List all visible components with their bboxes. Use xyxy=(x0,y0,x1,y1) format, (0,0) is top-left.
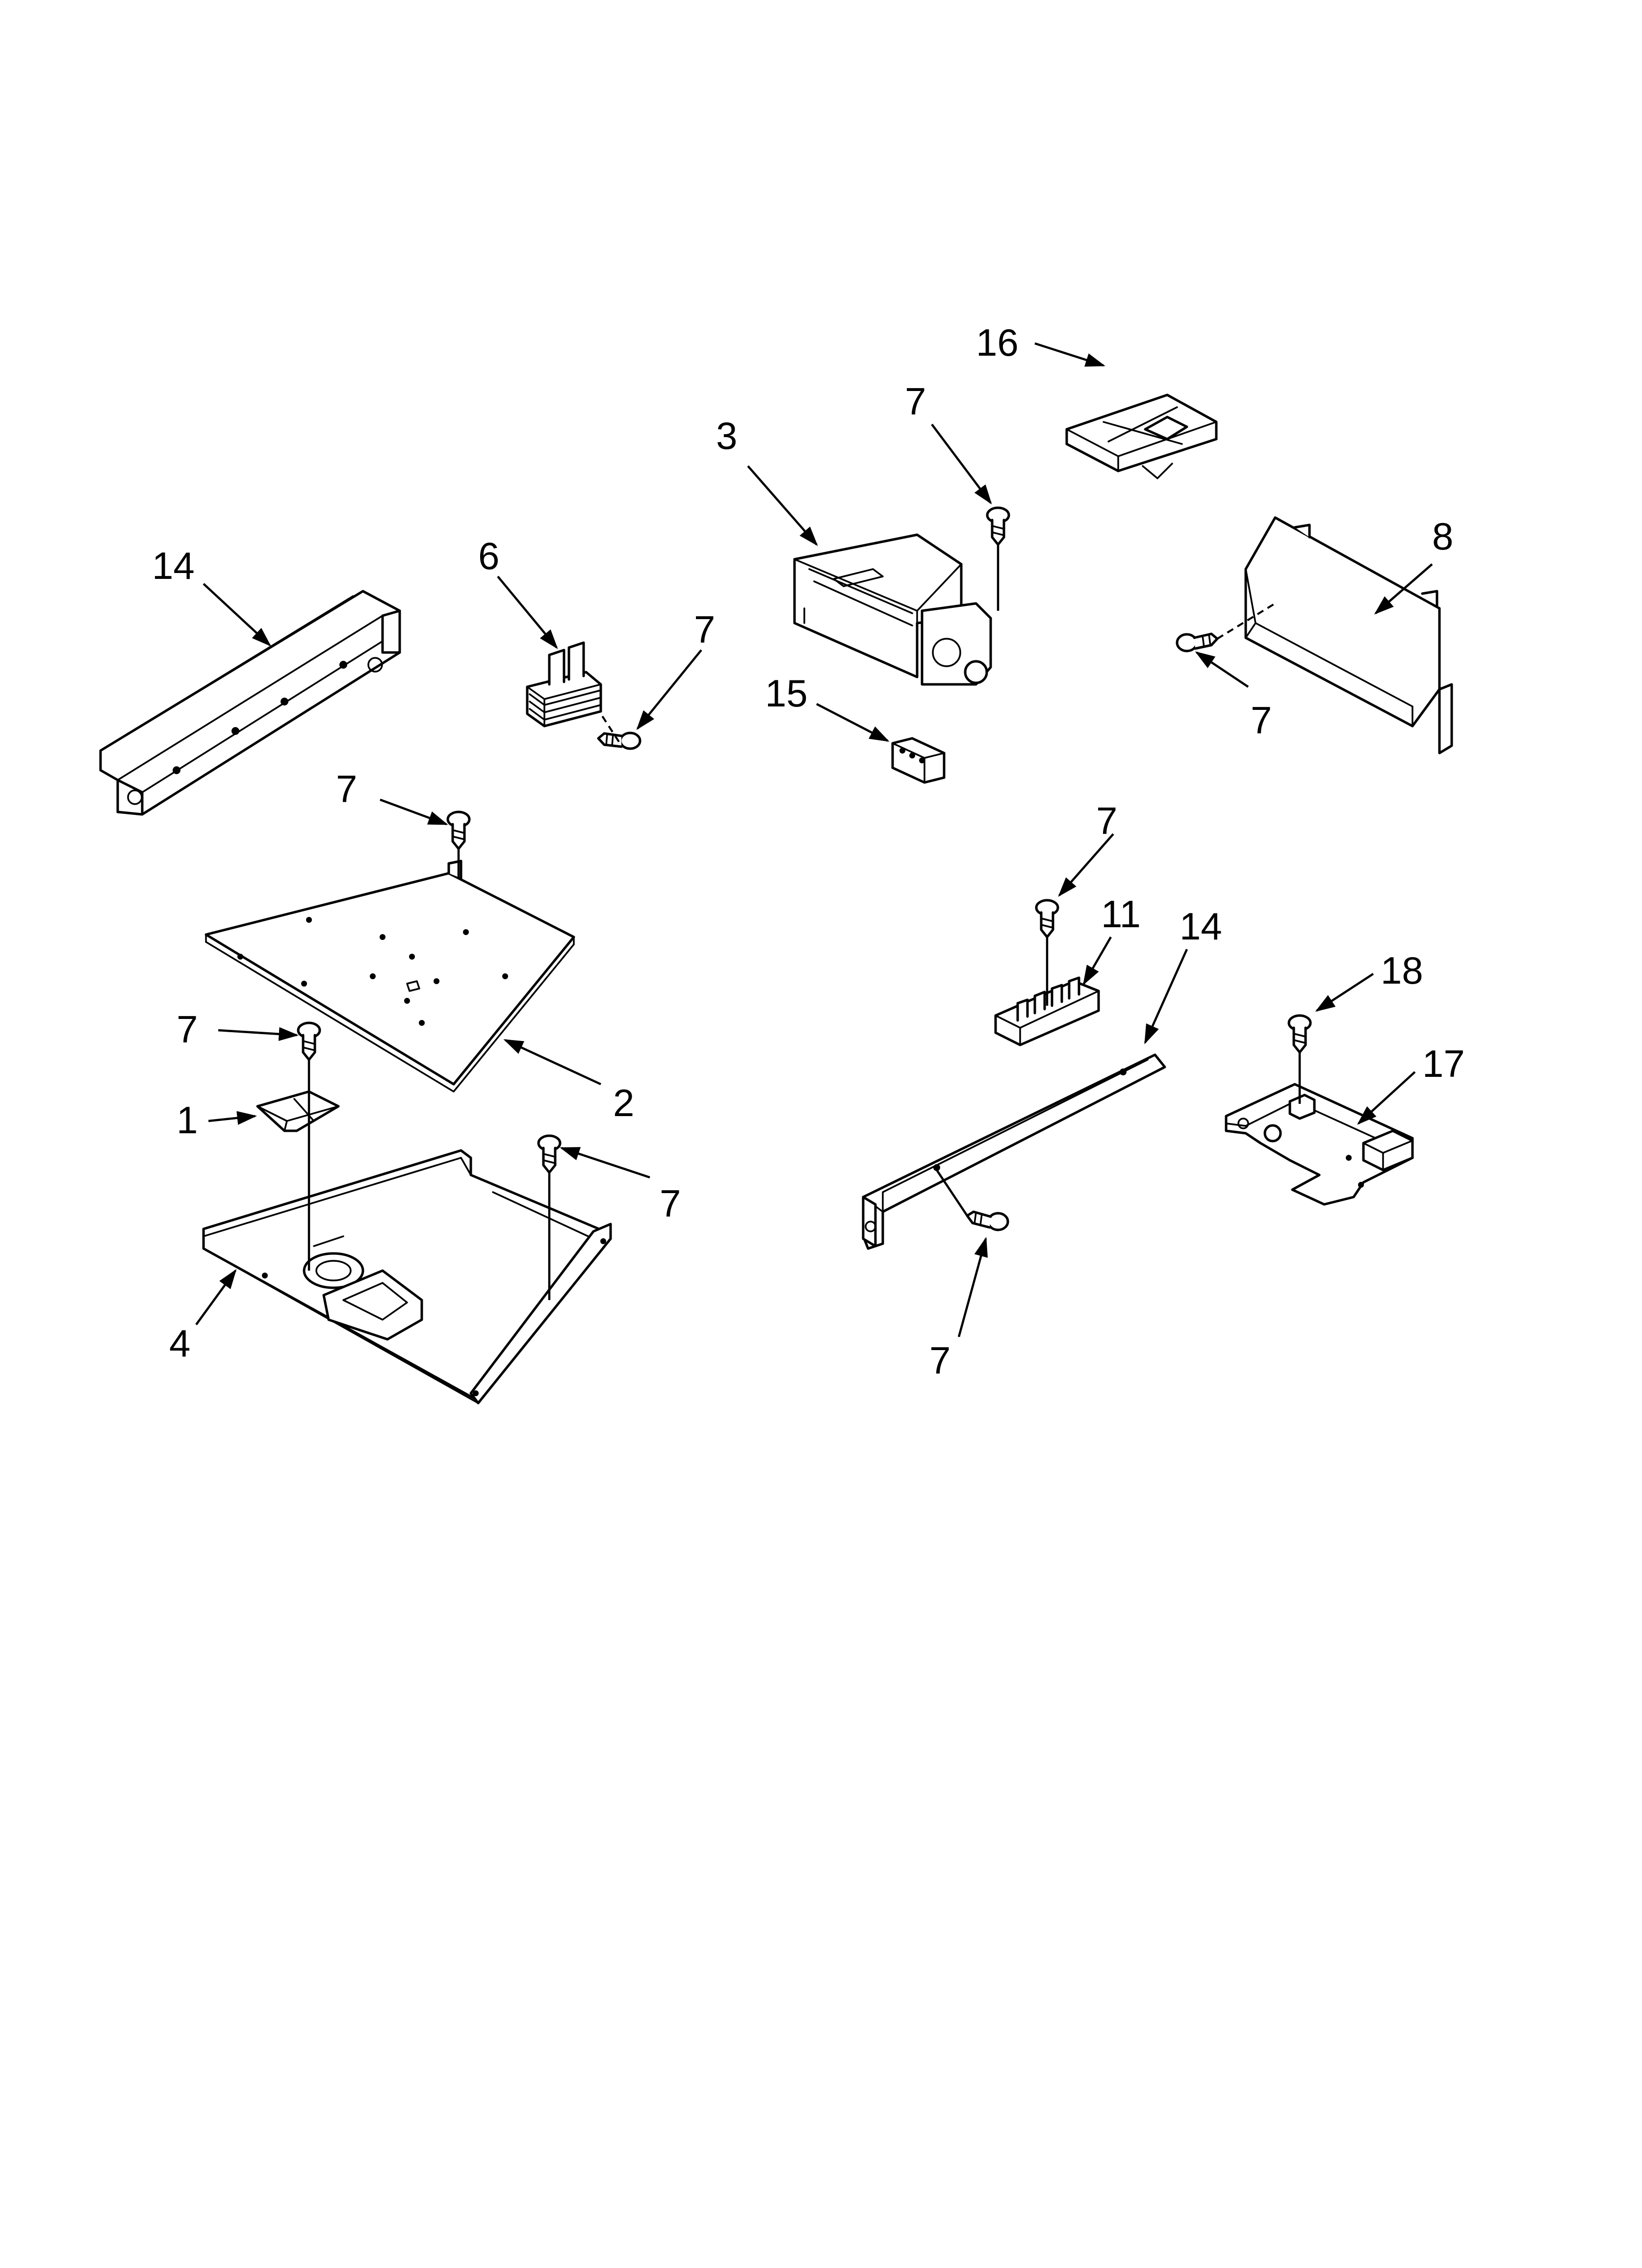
callout-7-rail: 7 xyxy=(929,1339,950,1382)
callout-6: 6 xyxy=(478,534,499,577)
callout-4: 4 xyxy=(169,1322,190,1365)
callout-7-base: 7 xyxy=(660,1182,681,1225)
part-14-right-rail xyxy=(862,1053,1166,1250)
callout-7-bracket: 7 xyxy=(177,1008,198,1051)
callout-14-left: 14 xyxy=(152,544,195,587)
callout-2: 2 xyxy=(613,1081,634,1124)
screw-7-transformer xyxy=(597,731,641,750)
callout-16: 16 xyxy=(976,321,1019,364)
part-11-terminal-block xyxy=(994,976,1100,1046)
callout-7-transformer: 7 xyxy=(694,608,715,651)
callout-3: 3 xyxy=(716,414,737,457)
screw-7-terminal xyxy=(1035,899,1059,938)
callout-7-panel: 7 xyxy=(1251,699,1272,742)
callout-18: 18 xyxy=(1381,949,1423,992)
callout-labels: 14 6 7 3 7 16 8 7 15 7 7 1 2 4 7 7 11 14… xyxy=(152,321,1465,1382)
screw-7-rail xyxy=(966,1210,1009,1231)
part-17-circuit-bracket xyxy=(1225,1083,1414,1206)
callout-17: 17 xyxy=(1422,1042,1465,1085)
part-3-assembly xyxy=(793,533,992,686)
part-2-plate xyxy=(205,860,575,1093)
callout-1: 1 xyxy=(177,1098,198,1142)
screw-18 xyxy=(1287,1014,1312,1054)
callout-8: 8 xyxy=(1432,515,1453,558)
screw-7-plate xyxy=(446,810,471,850)
part-1-small-bracket xyxy=(256,1090,340,1132)
part-16-bracket xyxy=(1065,393,1218,479)
part-8-panel xyxy=(1244,516,1453,755)
callout-11: 11 xyxy=(1101,892,1141,936)
alignment-lines xyxy=(308,545,1301,1300)
part-6-transformer xyxy=(526,641,602,728)
screw-7-panel xyxy=(1176,632,1219,652)
part-14-left-rail xyxy=(99,590,401,816)
callout-7-terminal: 7 xyxy=(1096,799,1117,842)
callout-7-plate: 7 xyxy=(336,767,357,810)
callout-14-right: 14 xyxy=(1180,905,1222,948)
callout-7-top: 7 xyxy=(905,380,926,423)
part-4-base-pan xyxy=(202,1149,612,1405)
screw-7-top xyxy=(986,506,1010,546)
screw-7-base xyxy=(537,1134,562,1174)
callout-15: 15 xyxy=(765,672,808,715)
part-15-connector xyxy=(891,737,946,784)
leader-arrows xyxy=(195,342,1433,1337)
screw-7-bracket xyxy=(297,1021,321,1061)
